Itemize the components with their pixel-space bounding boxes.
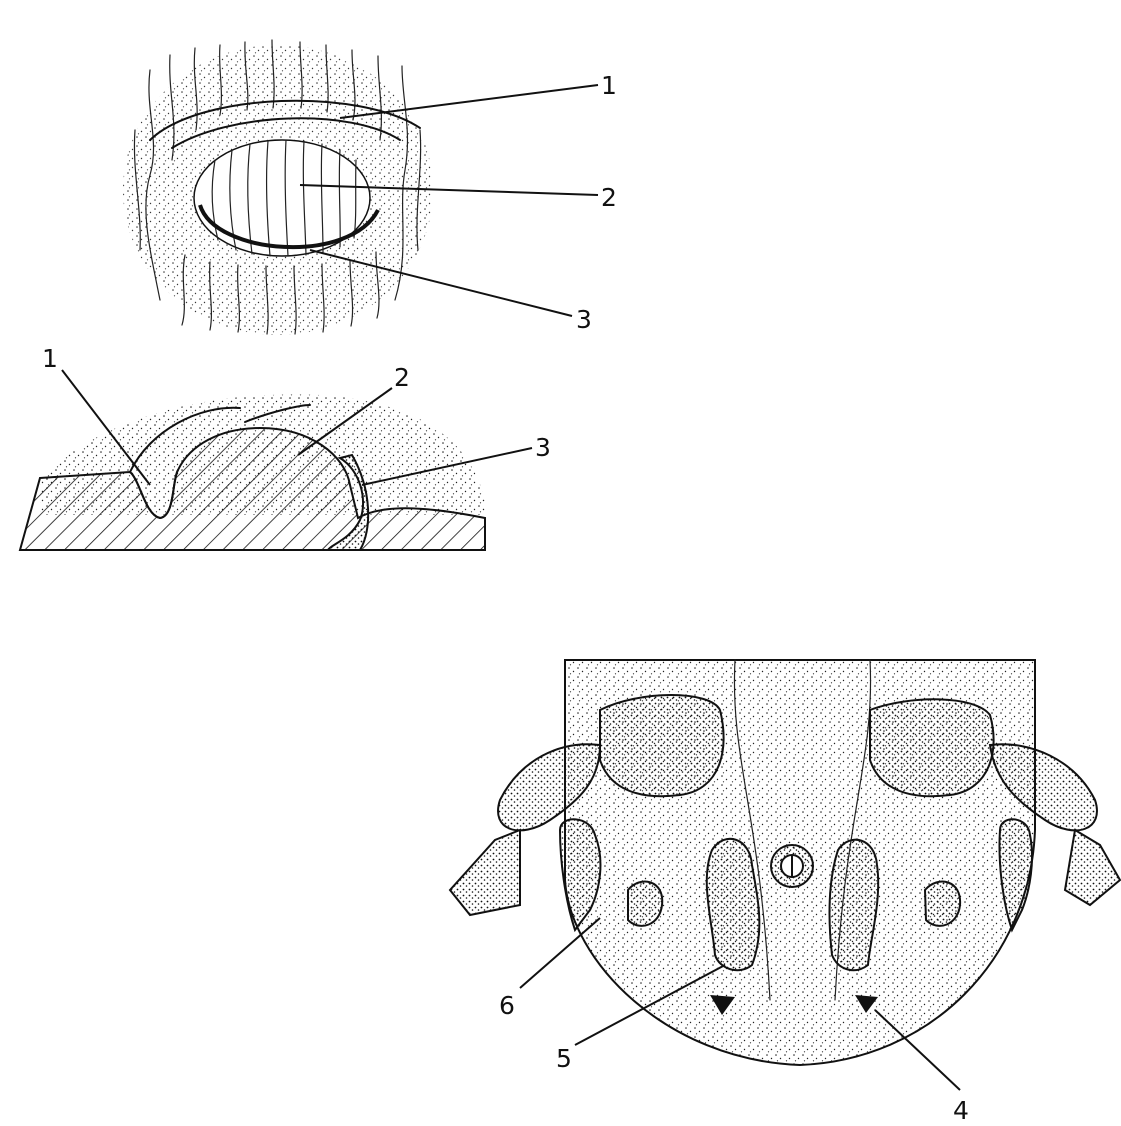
figure-c-left-genital-plate	[707, 839, 760, 970]
figure-a-label-2: 2	[601, 183, 617, 212]
figure-b-label-3: 3	[535, 433, 551, 462]
figure-c-ventral-view: 4 5 6	[450, 660, 1120, 1125]
figure-c-label-4: 4	[953, 1096, 969, 1125]
figure-c-left-coxa	[600, 695, 724, 796]
figure-b-cross-section: 1 2 3	[20, 344, 551, 550]
figure-b-label-1: 1	[42, 344, 58, 373]
figure-c-right-small-plate	[925, 882, 960, 926]
figure-c-right-coxa	[870, 699, 994, 796]
figure-b-label-2: 2	[394, 363, 410, 392]
figure-a-top-view: 1 2 3	[123, 40, 617, 335]
figure-c-label-6: 6	[499, 991, 515, 1020]
figure-c-anus	[771, 845, 813, 887]
figure-c-label-5: 5	[556, 1044, 572, 1073]
figure-c-left-small-plate	[628, 882, 662, 926]
figure-a-label-1: 1	[601, 71, 617, 100]
figure-a-label-3: 3	[576, 305, 592, 334]
